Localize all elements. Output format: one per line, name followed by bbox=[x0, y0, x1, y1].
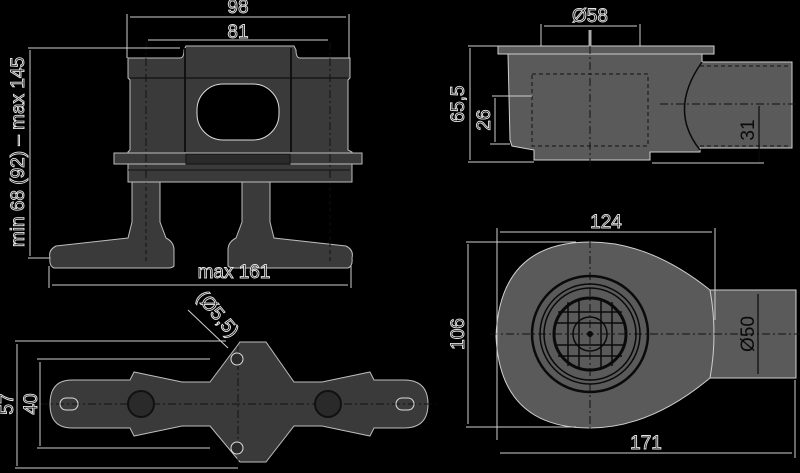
dim-hole-spacing: 40 bbox=[21, 393, 42, 414]
dim-outlet-diameter: Ø50 bbox=[738, 316, 759, 352]
dim-overall-length: 171 bbox=[630, 433, 662, 454]
front-view: 98 81 min 68 (92) – max 145 max 161 bbox=[8, 0, 363, 288]
dim-grate-diameter: Ø58 bbox=[572, 6, 608, 27]
top-view: 124 106 Ø50 171 bbox=[448, 212, 800, 458]
dim-max-leg-span: max 161 bbox=[198, 262, 271, 283]
dim-body-length: 124 bbox=[590, 212, 622, 233]
dim-outlet-axis-height: 31 bbox=[738, 119, 759, 140]
oval-opening bbox=[196, 83, 280, 141]
dim-water-seal: 26 bbox=[474, 109, 495, 130]
base-plate-view: 57 40 (Ø5,5) bbox=[0, 287, 436, 470]
grate bbox=[552, 296, 628, 372]
dim-body-width: 106 bbox=[448, 318, 469, 350]
dim-total-height: 65,5 bbox=[448, 86, 469, 123]
side-section-view: Ø58 65,5 26 31 bbox=[448, 6, 798, 166]
dim-outer-width: 57 bbox=[0, 393, 18, 414]
dim-height-range: min 68 (92) – max 145 bbox=[8, 57, 29, 247]
dim-overall-width: 98 bbox=[227, 0, 248, 18]
dim-hole-diameter: (Ø5,5) bbox=[192, 287, 243, 342]
dim-inner-width: 81 bbox=[227, 22, 248, 43]
